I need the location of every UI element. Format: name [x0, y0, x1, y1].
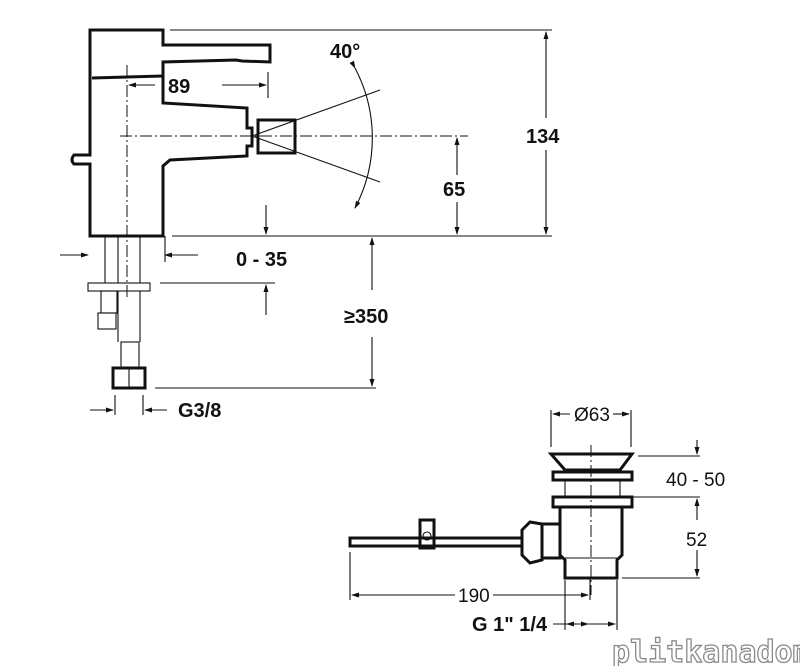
drain-side-branch — [540, 522, 562, 560]
spray-line-top — [251, 89, 381, 137]
body-height-label: 52 — [686, 530, 707, 551]
faucet-body — [70, 28, 272, 238]
rod-length-label: 190 — [458, 586, 490, 607]
bidet-faucet-side-view: 40° 89 134 65 — [60, 28, 560, 422]
spray-line-bottom — [251, 135, 381, 183]
rod-nut — [520, 520, 544, 565]
drain-flange-bottom — [551, 495, 634, 509]
watermark: plitkanadom.ru — [612, 635, 800, 666]
faucet-stem — [87, 236, 151, 390]
deck-thickness-label: 0 - 35 — [236, 249, 287, 271]
total-height-label: 134 — [526, 126, 560, 148]
cap-diameter-label: Ø63 — [574, 405, 610, 426]
pop-up-rod — [348, 536, 524, 548]
drain-flange-top — [551, 470, 634, 482]
spout-reach-label: 89 — [168, 76, 190, 98]
min-clearance-label: ≥350 — [344, 306, 388, 328]
lift-height-label: 40 - 50 — [666, 470, 725, 491]
inlet-thread-label: G3/8 — [178, 400, 221, 422]
rod-clip — [418, 518, 436, 550]
pop-up-drain-side-view: Ø63 40 - 50 52 190 G 1" 1/4 — [348, 405, 725, 636]
angle-arc — [349, 60, 373, 209]
spout-height-label: 65 — [443, 179, 465, 201]
spray-angle-label: 40° — [330, 41, 360, 63]
drain-cap — [547, 452, 635, 472]
outlet-thread-label: G 1" 1/4 — [472, 614, 548, 636]
